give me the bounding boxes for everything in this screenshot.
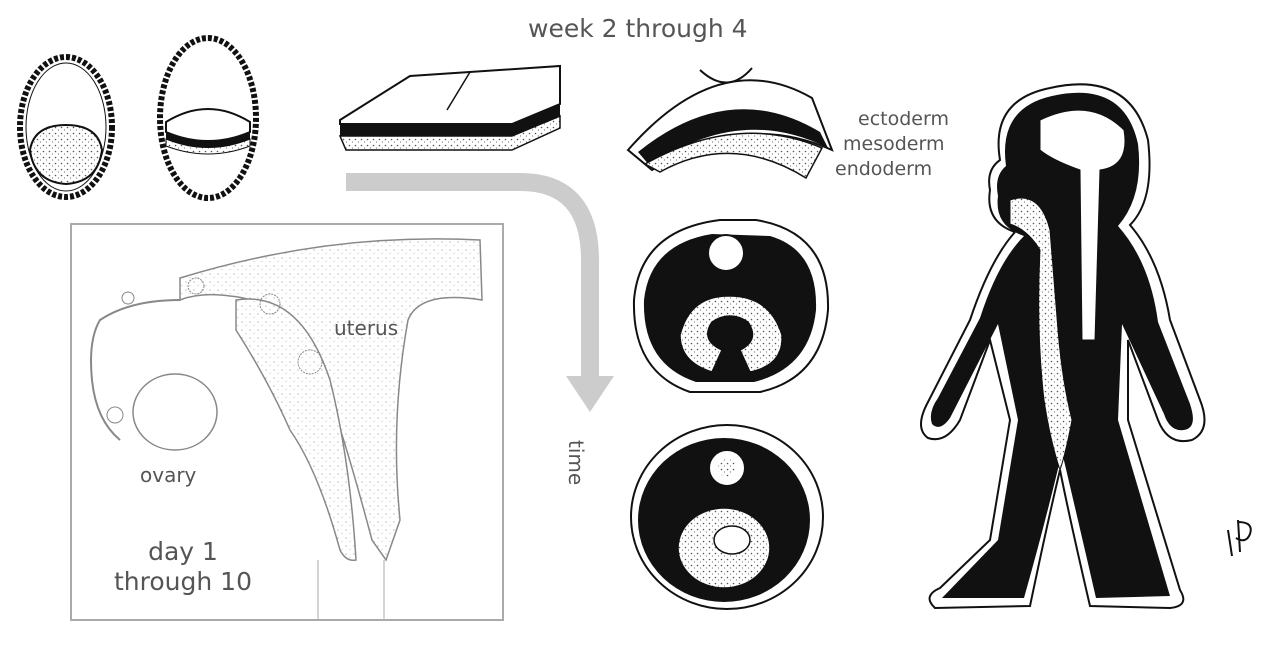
label-mesoderm: mesoderm <box>843 132 944 157</box>
label-time: time <box>564 440 588 485</box>
cross-section-neural-tube <box>631 425 823 609</box>
trilaminar-disc <box>340 66 560 150</box>
cross-section-neural-groove <box>634 220 828 392</box>
blastocyst-bilaminar <box>160 38 256 198</box>
blastocyst-early <box>20 57 112 197</box>
diagram-title: week 2 through 4 <box>528 14 748 43</box>
label-day-range-line1: day 1 <box>78 536 288 567</box>
label-ectoderm: ectoderm <box>858 107 949 132</box>
artist-signature <box>1228 520 1251 556</box>
label-endoderm: endoderm <box>835 157 932 182</box>
label-uterus: uterus <box>334 316 398 340</box>
human-body-figure <box>921 84 1205 608</box>
label-ovary: ovary <box>140 463 196 487</box>
cross-section-folding <box>628 68 832 178</box>
label-day-range-line2: through 10 <box>78 566 288 597</box>
